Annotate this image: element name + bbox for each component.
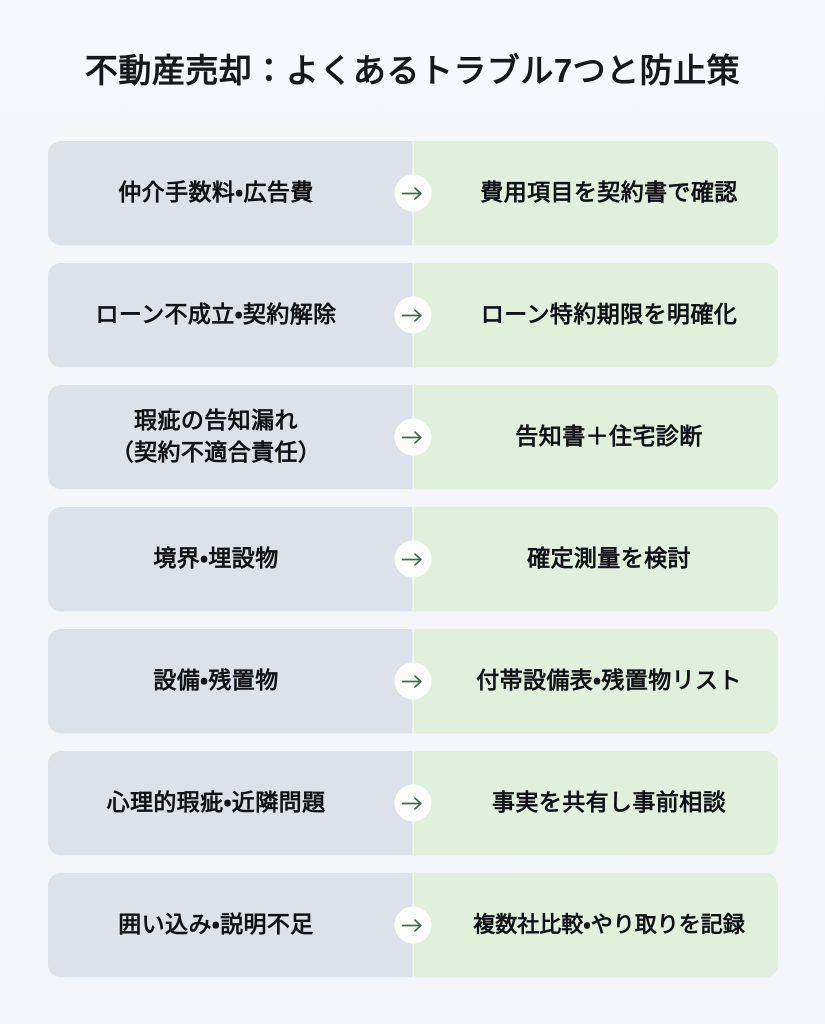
solution-label: 付帯設備表・残置物リスト: [476, 667, 742, 694]
solution-cell: ローン特約期限を明確化: [412, 263, 778, 367]
solution-label: 確定測量を検討: [527, 545, 691, 572]
problem-label: ローン不成立・契約解除: [95, 301, 337, 328]
arrow-right-icon: [394, 174, 431, 212]
solution-label: 費用項目を契約書で確認: [480, 179, 738, 206]
table-row: 設備・残置物 付帯設備表・残置物リスト: [47, 629, 778, 733]
arrow-right-icon: [394, 296, 431, 334]
arrow-right-icon: [394, 784, 431, 822]
table-row: 心理的瑕疵・近隣問題 事実を共有し事前相談: [47, 751, 778, 855]
problem-cell: 設備・残置物: [47, 629, 413, 733]
problem-label: 瑕疵の告知漏れ （契約不適合責任）: [110, 407, 322, 465]
problem-cell: 心理的瑕疵・近隣問題: [47, 751, 413, 855]
solution-cell: 付帯設備表・残置物リスト: [412, 629, 778, 733]
arrow-right-icon: [394, 540, 431, 578]
solution-label: 告知書＋住宅診断: [515, 423, 703, 450]
problem-label: 境界・埋設物: [153, 545, 279, 572]
table-row: 囲い込み・説明不足 複数社比較・やり取りを記録: [47, 873, 778, 977]
problem-label: 仲介手数料・広告費: [118, 179, 314, 206]
solution-label: ローン特約期限を明確化: [480, 301, 738, 328]
table-row: ローン不成立・契約解除 ローン特約期限を明確化: [47, 263, 778, 367]
problem-cell: 境界・埋設物: [47, 507, 413, 611]
arrow-right-icon: [394, 906, 431, 944]
problem-cell: ローン不成立・契約解除: [47, 263, 413, 367]
solution-cell: 確定測量を検討: [412, 507, 778, 611]
title-section: 不動産売却：よくあるトラブル7つと防止策: [0, 0, 825, 141]
solution-label: 複数社比較・やり取りを記録: [473, 911, 745, 937]
problem-cell: 仲介手数料・広告費: [47, 141, 413, 245]
solution-label: 事実を共有し事前相談: [492, 789, 726, 816]
table-row: 境界・埋設物 確定測量を検討: [47, 507, 778, 611]
solution-cell: 複数社比較・やり取りを記録: [412, 873, 778, 977]
arrow-right-icon: [394, 662, 431, 700]
problem-cell: 瑕疵の告知漏れ （契約不適合責任）: [47, 385, 413, 489]
page-title: 不動産売却：よくあるトラブル7つと防止策: [84, 51, 741, 89]
solution-cell: 事実を共有し事前相談: [412, 751, 778, 855]
table-row: 瑕疵の告知漏れ （契約不適合責任） 告知書＋住宅診断: [47, 385, 778, 489]
problem-solution-list: 仲介手数料・広告費 費用項目を契約書で確認ローン不成立・契約解除 ローン特約期限を明…: [47, 141, 778, 977]
arrow-right-icon: [394, 418, 431, 456]
problem-label: 心理的瑕疵・近隣問題: [106, 789, 326, 816]
solution-cell: 費用項目を契約書で確認: [412, 141, 778, 245]
table-row: 仲介手数料・広告費 費用項目を契約書で確認: [47, 141, 778, 245]
solution-cell: 告知書＋住宅診断: [412, 385, 778, 489]
problem-label: 囲い込み・説明不足: [118, 911, 314, 938]
problem-label: 設備・残置物: [153, 667, 279, 694]
problem-cell: 囲い込み・説明不足: [47, 873, 413, 977]
